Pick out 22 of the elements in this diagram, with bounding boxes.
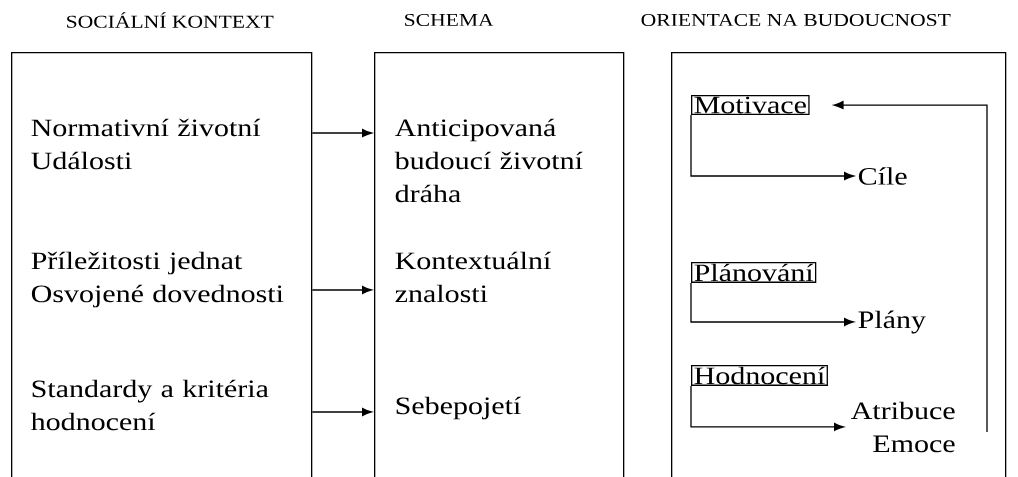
process-box: Plánování	[691, 262, 817, 283]
column-heading: SOCIÁLNÍ KONTEXT	[67, 12, 274, 28]
arrow	[311, 286, 372, 294]
factor-text: Standardy a kritéria hodnocení	[30, 379, 269, 431]
column-heading: ORIENTACE NA BUDOUCNOST	[641, 13, 951, 27]
process-box: Motivace	[691, 95, 810, 116]
schema-text: Anticipovaná budoucí životní dráha	[394, 118, 583, 203]
schema-text: Sebepojetí	[396, 396, 521, 420]
factor-text: Příležitosti jednat Osvojené dovednosti	[31, 251, 284, 308]
outcome-text: Cíle	[858, 167, 907, 185]
arrow	[311, 129, 372, 137]
arrow	[311, 407, 372, 416]
arrow	[690, 385, 844, 431]
arrow	[690, 114, 854, 180]
outcome-text: Atribuce Emoce	[851, 401, 955, 453]
outcome-text: Plány	[858, 310, 926, 334]
process-box: Hodnocení	[691, 365, 828, 386]
column-heading: SCHEMA	[405, 13, 494, 27]
arrow	[690, 282, 854, 326]
schema-text: Kontextuální znalosti	[395, 251, 551, 303]
factor-text: Normativní životní Události	[31, 118, 261, 170]
arrow	[833, 101, 988, 433]
